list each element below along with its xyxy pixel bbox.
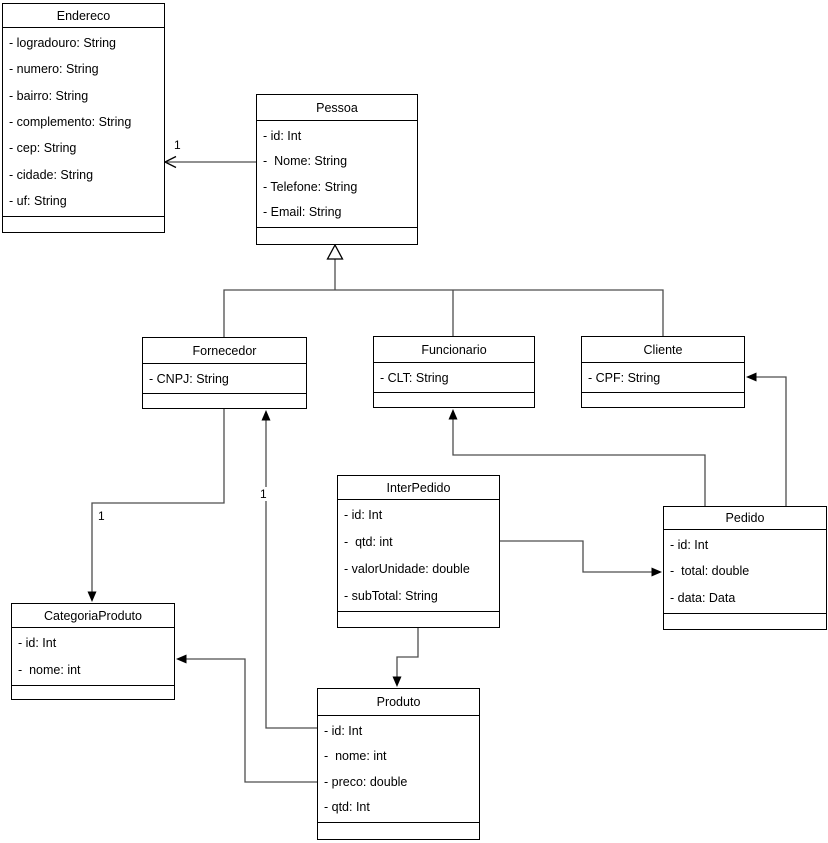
class-box-pedido[interactable]: Pedido - id: Int - total: double - data:… — [663, 506, 827, 630]
filled-arrowhead — [392, 676, 402, 687]
multiplicity-label-produto-fornecedor: 1 — [259, 487, 268, 501]
class-empty-section — [338, 611, 499, 627]
edge-produto-fornecedor[interactable] — [261, 410, 318, 729]
attribute: - qtd: int — [344, 535, 393, 550]
attribute: - id: Int — [18, 636, 57, 651]
attribute: - complemento: String — [9, 114, 132, 129]
class-box-produto[interactable]: Produto - id: Int - nome: int - preco: d… — [317, 688, 480, 840]
attribute: - cidade: String — [9, 167, 94, 182]
edge-pedido-cliente[interactable] — [746, 372, 787, 507]
class-title: CategoriaProduto — [12, 604, 174, 628]
class-box-funcionario[interactable]: Funcionario - CLT: String — [373, 336, 535, 408]
class-attributes: - CNPJ: String — [143, 364, 306, 393]
class-empty-section — [582, 392, 744, 407]
filled-arrowhead — [448, 409, 458, 420]
class-empty-section — [143, 393, 306, 408]
class-attributes: - id: Int - total: double - data: Data — [664, 530, 826, 613]
class-title: Pessoa — [257, 95, 417, 121]
attribute: - Nome: String — [263, 154, 348, 169]
edge-pessoa-endereco[interactable] — [163, 155, 256, 169]
class-title: Cliente — [582, 337, 744, 363]
class-attributes: - logradouro: String - numero: String - … — [3, 28, 164, 216]
attribute: - Email: String — [263, 205, 342, 220]
attribute: - id: Int — [263, 128, 302, 143]
attribute: - cep: String — [9, 141, 77, 156]
attribute: - preco: double — [324, 774, 408, 789]
attribute: - bairro: String — [9, 88, 89, 103]
edge-pedido-funcionario[interactable] — [448, 409, 706, 506]
class-attributes: - id: Int - qtd: int - valorUnidade: dou… — [338, 500, 499, 611]
class-empty-section — [374, 392, 534, 407]
class-box-fornecedor[interactable]: Fornecedor - CNPJ: String — [142, 337, 307, 409]
class-title: Funcionario — [374, 337, 534, 363]
multiplicity-label-fornecedor-categoriaproduto: 1 — [97, 509, 106, 523]
class-box-interpedido[interactable]: InterPedido - id: Int - qtd: int - valor… — [337, 475, 500, 628]
attribute: - numero: String — [9, 62, 99, 77]
attribute: - valorUnidade: double — [344, 561, 470, 576]
class-box-pessoa[interactable]: Pessoa - id: Int - Nome: String - Telefo… — [256, 94, 418, 245]
attribute: - id: Int — [670, 538, 709, 553]
attribute: - CLT: String — [380, 370, 449, 385]
open-arrowhead — [163, 155, 177, 169]
class-title: Pedido — [664, 507, 826, 530]
class-title: Fornecedor — [143, 338, 306, 364]
attribute: - id: Int — [344, 508, 383, 523]
attribute: - total: double — [670, 564, 750, 579]
class-empty-section — [318, 822, 479, 839]
multiplicity-label-pessoa-endereco: 1 — [173, 138, 182, 152]
edge-fornecedor-pessoa — [223, 289, 664, 337]
attribute: - CPF: String — [588, 370, 661, 385]
hollow-triangle-arrowhead — [326, 243, 344, 260]
attribute: - Telefone: String — [263, 179, 358, 194]
attribute: - id: Int — [324, 723, 363, 738]
filled-arrowhead — [746, 372, 757, 382]
class-box-categoriaproduto[interactable]: CategoriaProduto - id: Int - nome: int — [11, 603, 175, 700]
class-attributes: - CLT: String — [374, 363, 534, 392]
class-empty-section — [12, 685, 174, 699]
class-attributes: - id: Int - Nome: String - Telefone: Str… — [257, 121, 417, 227]
class-attributes: - CPF: String — [582, 363, 744, 392]
edge-fornecedor-categoriaproduto[interactable] — [87, 409, 225, 602]
attribute: - uf: String — [9, 193, 67, 208]
filled-arrowhead — [651, 567, 662, 577]
filled-arrowhead — [261, 410, 271, 421]
class-title: Endereco — [3, 4, 164, 28]
edge-inheritance-pessoa[interactable] — [223, 243, 664, 337]
class-empty-section — [257, 227, 417, 244]
attribute: - CNPJ: String — [149, 371, 229, 386]
class-title: InterPedido — [338, 476, 499, 500]
attribute: - logradouro: String — [9, 36, 117, 51]
class-attributes: - id: Int - nome: int — [12, 628, 174, 685]
edge-interpedido-produto[interactable] — [392, 628, 419, 687]
filled-arrowhead — [176, 654, 187, 664]
attribute: - subTotal: String — [344, 588, 438, 603]
attribute: - nome: int — [324, 749, 387, 764]
attribute: - qtd: Int — [324, 800, 370, 815]
class-title: Produto — [318, 689, 479, 716]
class-empty-section — [3, 216, 164, 232]
class-attributes: - id: Int - nome: int - preco: double - … — [318, 716, 479, 822]
class-box-cliente[interactable]: Cliente - CPF: String — [581, 336, 745, 408]
attribute: - nome: int — [18, 662, 81, 677]
filled-arrowhead — [87, 591, 97, 602]
edge-produto-categoriaproduto[interactable] — [176, 654, 317, 783]
class-box-endereco[interactable]: Endereco - logradouro: String - numero: … — [2, 3, 165, 233]
class-empty-section — [664, 613, 826, 629]
attribute: - data: Data — [670, 590, 736, 605]
edge-interpedido-pedido[interactable] — [500, 540, 662, 577]
